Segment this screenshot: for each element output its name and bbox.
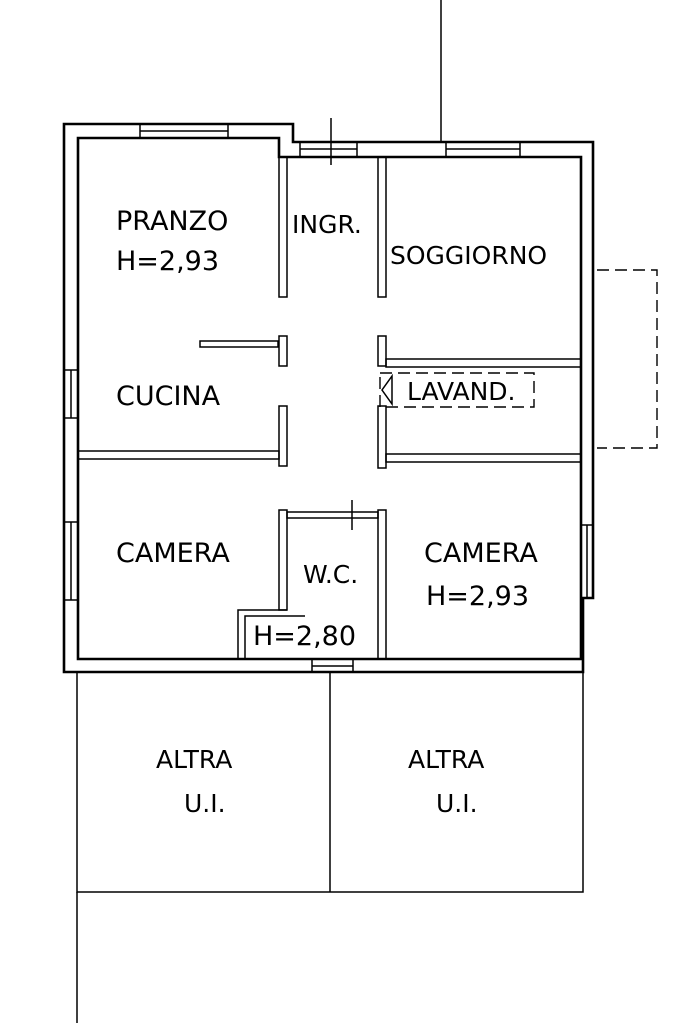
other-unit-left-line2: U.I. — [184, 789, 226, 818]
entrance-door — [299, 118, 358, 165]
camera-left-label: CAMERA — [116, 538, 230, 569]
window — [139, 124, 229, 138]
wall-wc-camera — [377, 509, 387, 660]
wall-pranzo-ingresso — [278, 156, 288, 298]
other-unit-right-line1: ALTRA — [408, 745, 484, 774]
lavand-dashed-zone — [379, 372, 535, 408]
wall-cucina-camera — [77, 450, 280, 460]
camera-right-label: CAMERA — [424, 538, 538, 569]
window — [64, 521, 78, 601]
soggiorno-label: SOGGIORNO — [390, 241, 547, 270]
lavanderia-label: LAVAND. — [407, 377, 516, 406]
wall-pranzo-cucina-stub — [199, 340, 279, 348]
pranzo-label: PRANZO — [116, 206, 228, 237]
balcony-dashed — [597, 269, 658, 449]
window — [581, 524, 593, 599]
wall-lavand-camera — [385, 453, 582, 463]
other-unit-right-line2: U.I. — [436, 789, 478, 818]
wall-wc-closet-inner — [244, 615, 305, 659]
ingresso-label: INGR. — [292, 210, 362, 239]
wall-wc-closet — [237, 609, 287, 659]
wall-soggiorno-corridor-upper — [377, 335, 387, 367]
cucina-label: CUCINA — [116, 381, 221, 412]
wc-label: W.C. — [303, 560, 358, 589]
outer-wall-inner — [76, 136, 583, 661]
other-unit-left-line1: ALTRA — [156, 745, 232, 774]
wall-camera-wc — [278, 509, 288, 611]
window — [64, 369, 78, 419]
wall-soggiorno-lavand — [385, 358, 582, 368]
camera-right-height-label: H=2,93 — [426, 581, 529, 612]
wall-wc-top — [286, 511, 379, 519]
wc-height-label: H=2,80 — [253, 621, 356, 652]
pranzo-height-label: H=2,93 — [116, 246, 219, 277]
lavand-icon — [381, 373, 393, 407]
wall-cucina-corridor-lower — [278, 405, 288, 467]
wall-cucina-corridor-upper — [278, 335, 288, 367]
wall-lavand-corridor — [377, 405, 387, 469]
wall-ingresso-soggiorno — [377, 156, 387, 298]
window — [311, 659, 354, 672]
window — [445, 142, 521, 157]
